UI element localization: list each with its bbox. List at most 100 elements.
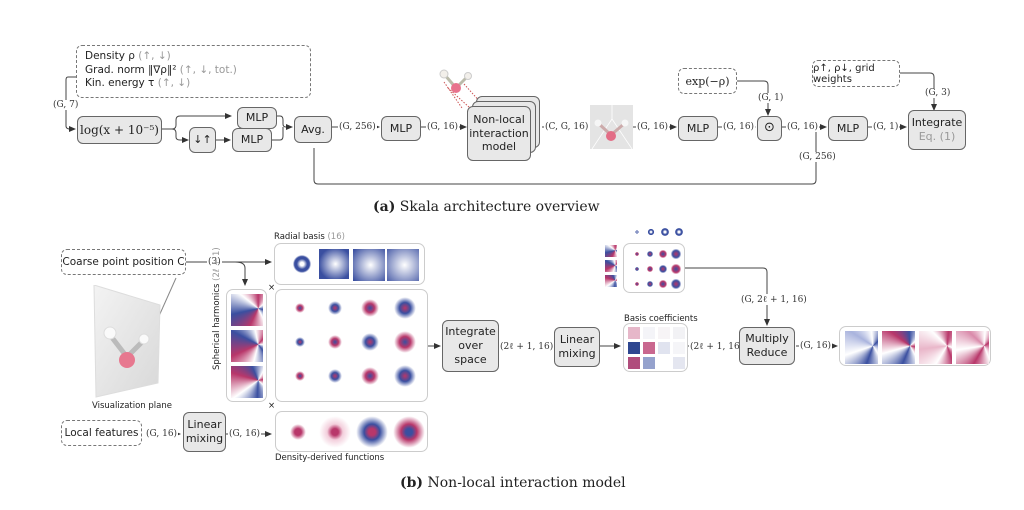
coefficient-cell (673, 357, 685, 369)
multiply-line2: Reduce (746, 346, 788, 359)
shape-odot-out: (G, 16) (786, 122, 820, 132)
density-feature: Density ρ (↑, ↓) (85, 50, 171, 62)
times-symbol-2: × (268, 401, 276, 411)
product-function-tile (295, 303, 305, 313)
integrate-space-line3: space (454, 352, 487, 366)
caption-a: (a) Skala architecture overview (373, 199, 600, 215)
radial-basis-tile (319, 249, 349, 279)
linmix2-line1: Linear (559, 333, 595, 347)
shape-top-branch: (G, 2ℓ + 1, 16) (740, 294, 808, 305)
density-derived-panel (275, 411, 428, 452)
output-feature-tile (845, 331, 878, 364)
integrate-line1: Integrate (911, 116, 963, 130)
mlp-box-1[interactable]: MLP (237, 107, 277, 129)
thumb-grid-tile (647, 281, 653, 287)
coefficient-cell (628, 327, 640, 339)
radial-basis-tile (287, 249, 317, 279)
spherical-harmonics-panel (226, 289, 267, 402)
shape-skip: (G, 256) (798, 152, 837, 162)
product-functions-panel (275, 289, 428, 402)
mlp-box-4[interactable]: MLP (678, 116, 718, 141)
coefficient-cell (628, 342, 640, 354)
coarse-point-box: Coarse point position C (61, 249, 186, 275)
linmix1-line2: mixing (185, 432, 224, 445)
coefficient-cell (673, 327, 685, 339)
elementwise-product-box[interactable]: ⊙ (757, 116, 782, 141)
grad-norm-feature: Grad. norm ‖∇ρ‖² (↑, ↓, tot.) (85, 63, 237, 76)
product-function-tile (361, 299, 379, 317)
thumb-sph-tile (605, 260, 617, 272)
density-function-tile (282, 416, 314, 448)
coefficient-cell (628, 357, 640, 369)
integrate-energy-box[interactable]: Integrate Eq. (1) (908, 110, 966, 150)
nonlocal-line1: Non-local (473, 112, 525, 126)
product-function-tile (361, 333, 379, 351)
linmix2-line2: mixing (558, 347, 596, 360)
radial-basis-tile (387, 249, 419, 281)
kin-energy-feature: Kin. energy τ (↑, ↓) (85, 77, 191, 89)
times-symbol-1: × (268, 283, 276, 293)
thumb-radial-tile (674, 227, 684, 237)
coefficient-cell (673, 342, 685, 354)
log-transform-box[interactable]: log(x + 10⁻⁵) (77, 116, 162, 144)
density-function-tile (393, 416, 425, 448)
visualization-plane-image (93, 285, 161, 398)
thumb-radial-tile (660, 227, 670, 237)
thumb-sph-tile (605, 245, 617, 257)
mlp-box-2[interactable]: MLP (232, 128, 272, 152)
shape-rho: (G, 3) (924, 88, 952, 98)
density-function-tile (319, 416, 351, 448)
nonlocal-line3: model (481, 140, 517, 154)
radial-basis-tile (353, 249, 385, 281)
linear-mixing-box-1[interactable]: Linear mixing (183, 412, 226, 452)
radial-basis-panel (274, 243, 425, 285)
visualization-plane-label: Visualization plane (92, 401, 172, 411)
thumb-grid-tile (671, 249, 681, 259)
integrate-eq-ref: Eq. (1) (918, 130, 956, 143)
avg-box[interactable]: Avg. (294, 116, 332, 143)
thumb-grid-tile (659, 280, 667, 288)
exp-neg-rho-box: exp(−ρ) (678, 68, 737, 94)
coefficient-cell (643, 342, 655, 354)
radial-basis-title: Radial basis (16) (274, 232, 345, 242)
product-function-tile (328, 335, 342, 349)
integrate-space-line2: over (458, 339, 483, 353)
shape-mlp4-out: (G, 16) (722, 122, 756, 132)
spherical-harmonic-tile (231, 294, 263, 326)
molecule-icon (439, 69, 472, 93)
shape-linmix1-out: (G, 16) (228, 429, 262, 439)
thumb-grid-tile (635, 252, 639, 256)
product-function-tile (394, 365, 416, 387)
integrate-over-space-box[interactable]: Integrate over space (442, 320, 499, 372)
basis-thumbnail-radial-row (632, 226, 688, 238)
spin-swap-box[interactable]: ↓↑ (189, 127, 216, 153)
local-features-box: Local features (61, 420, 142, 446)
thumb-grid-tile (659, 265, 667, 273)
mlp-box-3[interactable]: MLP (381, 116, 421, 141)
spherical-harmonics-title: Spherical harmonics (2ℓ + 1) (212, 247, 222, 370)
output-feature-tile (919, 331, 952, 364)
basis-thumbnail-grid (623, 243, 685, 293)
nonlocal-interaction-box[interactable]: Non-local interaction model (467, 106, 531, 161)
shape-nonlocal-out: (C, G, 16) (544, 122, 590, 132)
thumb-grid-tile (671, 279, 681, 289)
multiply-reduce-box[interactable]: Multiply Reduce (739, 327, 795, 365)
basis-thumbnail-sph-column (605, 245, 617, 290)
shape-basis-out: (2ℓ + 1, 16) (689, 341, 745, 352)
mlp-box-5[interactable]: MLP (828, 116, 868, 141)
shape-exp: (G, 1) (757, 93, 785, 103)
thumb-grid-tile (635, 267, 639, 271)
molecule-plane-image (590, 105, 633, 149)
output-feature-tile (956, 331, 989, 364)
density-derived-title: Density-derived functions (275, 453, 385, 463)
thumb-grid-tile (647, 266, 653, 272)
product-function-tile (361, 367, 379, 385)
shape-integrate-out: (2ℓ + 1, 16) (499, 341, 555, 352)
thumb-grid-tile (671, 264, 681, 274)
linear-mixing-box-2[interactable]: Linear mixing (554, 327, 600, 367)
shape-mlp3-out: (G, 16) (426, 122, 460, 132)
shape-after-image: (G, 16) (636, 122, 670, 132)
output-feature-tile (882, 331, 915, 364)
input-features-box: Density ρ (↑, ↓) Grad. norm ‖∇ρ‖² (↑, ↓,… (76, 45, 311, 98)
basis-coefficients-panel (623, 323, 688, 372)
